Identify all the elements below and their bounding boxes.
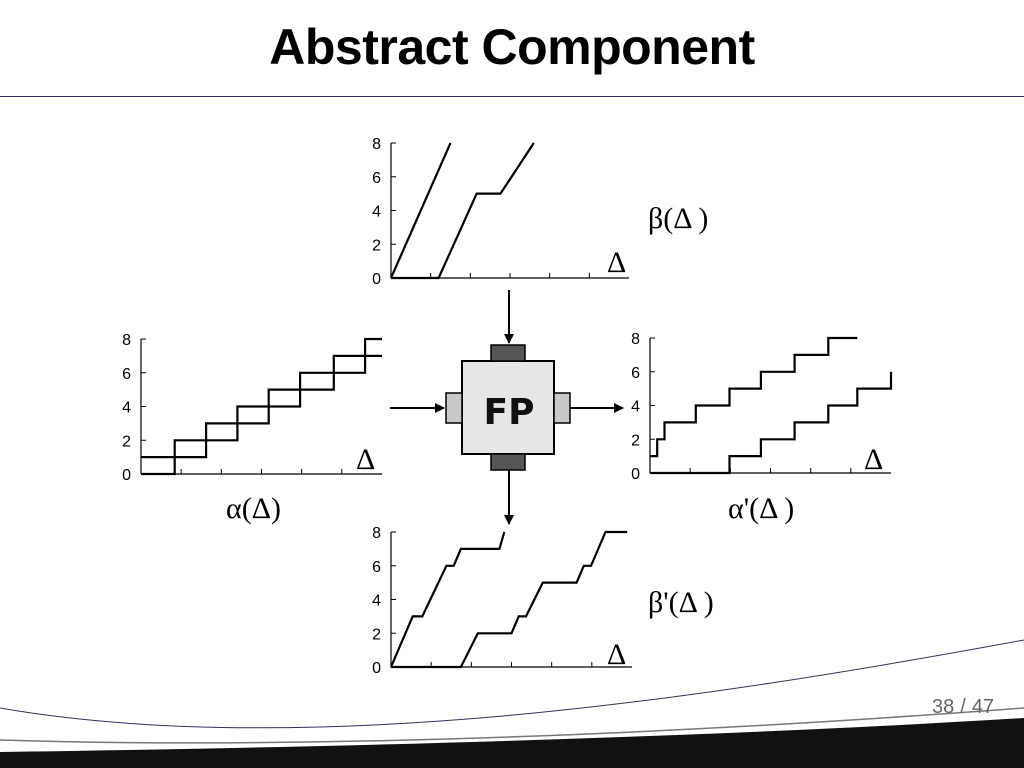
- y-tick-label: 6: [122, 366, 131, 383]
- curve-1: [650, 336, 858, 458]
- y-tick-label: 6: [372, 170, 381, 187]
- beta-label: β(Δ ): [648, 202, 708, 235]
- fp-label: FP: [484, 392, 535, 433]
- alpha-label: α(Δ): [226, 492, 281, 525]
- title-divider: [0, 96, 1024, 97]
- y-tick-label: 0: [122, 467, 131, 484]
- curve-1: [389, 531, 506, 668]
- beta-out-label: β'(Δ ): [648, 586, 714, 619]
- alpha-out-plot: 0 2 4 6 8Δ: [631, 331, 893, 483]
- port-left: [445, 392, 463, 424]
- delta-axis-label: Δ: [607, 246, 626, 279]
- alpha-plot: 0 2 4 6 8Δ: [122, 332, 382, 484]
- y-tick-label: 0: [631, 466, 640, 483]
- curve-2: [650, 371, 893, 475]
- fp-component: FP: [445, 344, 571, 471]
- y-tick-label: 8: [372, 525, 381, 542]
- page-total: 47: [971, 696, 995, 718]
- curve-2: [391, 142, 535, 280]
- curve-2: [141, 337, 382, 476]
- delta-axis-label: Δ: [607, 638, 626, 671]
- y-tick-label: 4: [122, 400, 131, 417]
- page-number: 38/47: [932, 696, 994, 719]
- page-current: 38: [932, 696, 955, 718]
- y-tick-label: 8: [631, 331, 640, 348]
- port-right: [553, 392, 571, 424]
- y-tick-label: 8: [122, 332, 131, 349]
- slide-title: Abstract Component: [269, 19, 755, 75]
- y-tick-label: 4: [372, 593, 381, 610]
- y-tick-label: 4: [631, 399, 640, 416]
- curve-2: [391, 530, 628, 669]
- alpha-out-label: α'(Δ ): [728, 492, 794, 525]
- curve-1: [389, 142, 452, 279]
- y-tick-label: 8: [372, 136, 381, 153]
- y-tick-label: 0: [372, 660, 381, 677]
- port-top: [490, 344, 526, 362]
- port-bottom: [490, 453, 526, 471]
- curve-1: [141, 354, 382, 459]
- y-tick-label: 2: [631, 432, 640, 449]
- y-tick-label: 6: [631, 365, 640, 382]
- delta-axis-label: Δ: [864, 443, 883, 476]
- y-tick-label: 0: [372, 271, 381, 288]
- y-tick-label: 6: [372, 559, 381, 576]
- beta-out-plot: 0 2 4 6 8Δ: [372, 525, 632, 677]
- y-tick-label: 4: [372, 204, 381, 221]
- y-tick-label: 2: [372, 237, 381, 254]
- page-separator: /: [960, 696, 966, 718]
- delta-axis-label: Δ: [356, 443, 375, 476]
- beta-plot: 0 2 4 6 8Δ: [372, 136, 629, 288]
- footer-decoration: [0, 639, 1024, 768]
- y-tick-label: 2: [122, 433, 131, 450]
- y-tick-label: 2: [372, 626, 381, 643]
